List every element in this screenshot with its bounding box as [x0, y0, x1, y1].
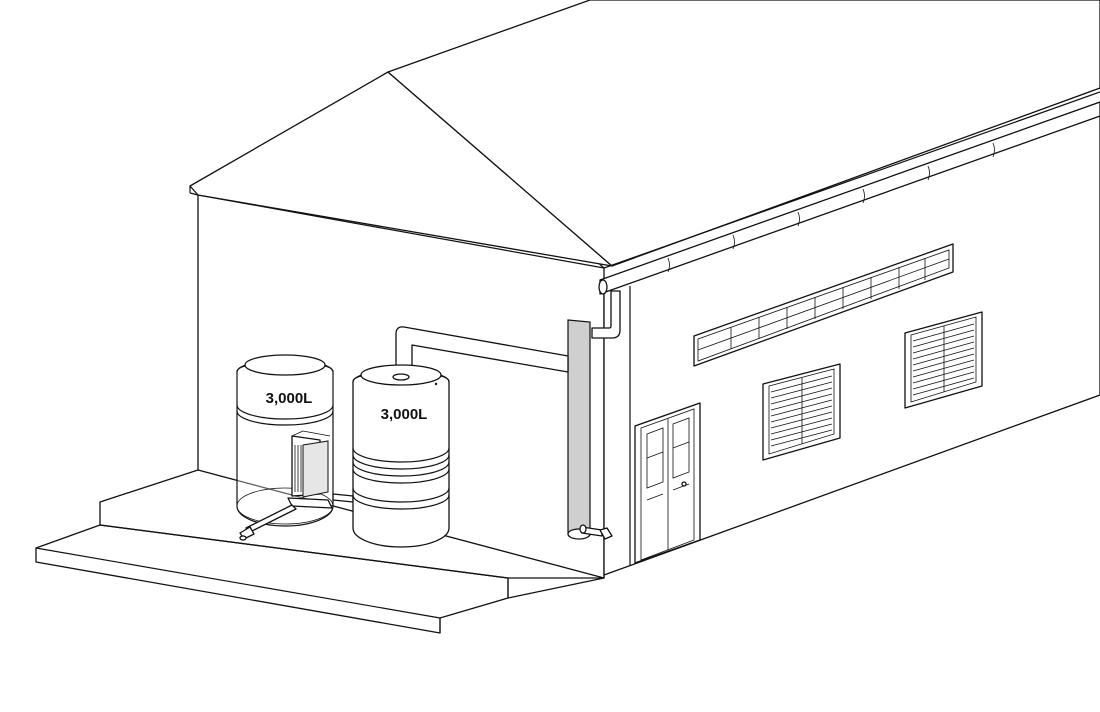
tank-capacity-label: 3,000L — [266, 390, 313, 407]
door — [634, 402, 701, 564]
water-tank: 3,000L — [352, 364, 450, 548]
connector-pipe — [332, 493, 354, 503]
inlet-pipe — [395, 326, 569, 373]
clerestory-window — [693, 243, 954, 367]
roof — [189, 0, 1100, 269]
downpipe — [567, 290, 621, 540]
filter-unit — [239, 430, 333, 541]
tank-capacity-label: 3,000L — [381, 406, 428, 423]
gutter — [598, 101, 1100, 295]
louver-window — [762, 363, 841, 461]
louver-window — [904, 311, 983, 409]
